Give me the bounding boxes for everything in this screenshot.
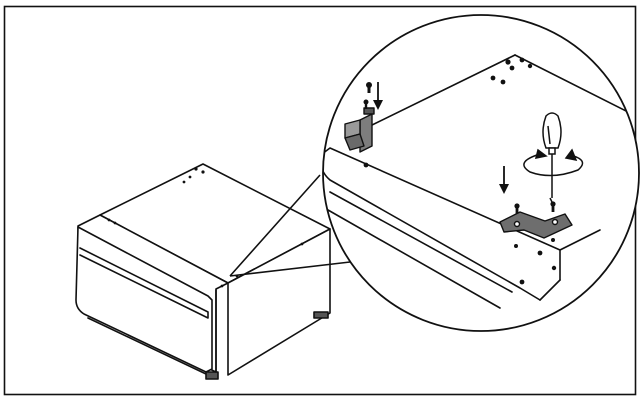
magnified-groove (329, 191, 513, 293)
pedestal-drawer (75, 163, 331, 380)
rotation-arrow-icon (523, 148, 584, 177)
plate-screw-icon (514, 201, 556, 214)
bracket-screw-icon (363, 82, 372, 109)
pedestal-foot-right (313, 311, 329, 319)
mounting-plate-icon (499, 211, 573, 239)
magnifier-circle (322, 14, 640, 332)
plate-hole-marks (514, 238, 555, 248)
down-arrow-icon-left (373, 82, 383, 110)
drawer-lower-edge (87, 317, 207, 375)
screwdriver-icon (542, 112, 562, 207)
magnified-lower-edge (327, 209, 501, 309)
down-arrow-icon-right (499, 166, 509, 194)
magnified-front-panel (323, 153, 541, 301)
magnified-screw-holes (363, 57, 557, 285)
bracket-icon (344, 107, 375, 153)
callout-leader (229, 174, 351, 277)
magnified-top-right-edge (514, 54, 639, 119)
drawer-handle-groove (79, 247, 209, 319)
magnified-front-rim (323, 147, 561, 281)
magnified-top-back-edge (369, 54, 516, 127)
pedestal-side-face (227, 228, 331, 376)
pedestal-foot-front (205, 371, 219, 380)
